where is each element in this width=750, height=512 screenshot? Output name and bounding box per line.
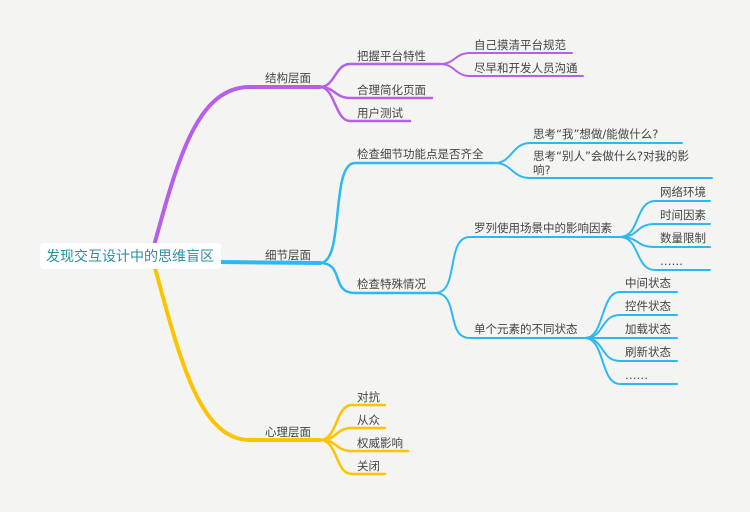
- connector: [494, 162, 713, 179]
- node-detail[interactable]: 细节层面: [265, 248, 311, 262]
- node-refresh[interactable]: 刷新状态: [625, 345, 671, 359]
- node-conformity[interactable]: 从众: [357, 413, 380, 427]
- connector: [318, 85, 412, 123]
- root-title: 发现交互设计中的思维盲区: [46, 248, 214, 265]
- node-close[interactable]: 关闭: [357, 459, 380, 473]
- connector: [318, 438, 387, 476]
- connector: [153, 266, 322, 442]
- connector: [318, 161, 497, 265]
- node-control[interactable]: 控件状态: [625, 299, 671, 313]
- node-special-cases[interactable]: 检查特殊情况: [357, 277, 426, 291]
- connector: [434, 292, 586, 339]
- node-quantity[interactable]: 数量限制: [660, 231, 706, 245]
- node-think-me[interactable]: 思考“我”想做/能做什么?: [533, 127, 658, 141]
- branch-detail: [218, 142, 713, 385]
- node-think-others[interactable]: 思考“别人”会做什么?对我的影: [533, 149, 690, 163]
- node-check-features[interactable]: 检查细节功能点是否齐全: [357, 147, 484, 161]
- node-ellipsis[interactable]: ……: [660, 254, 683, 268]
- node-ellipsis[interactable]: ……: [625, 368, 648, 382]
- connector: [153, 85, 322, 244]
- node-psych[interactable]: 心理层面: [265, 425, 311, 439]
- connector: [218, 260, 322, 265]
- node-think-others-cont: 响?: [533, 163, 551, 177]
- branch-structure: [153, 52, 584, 244]
- connector: [434, 236, 621, 294]
- node-loading[interactable]: 加载状态: [625, 322, 671, 336]
- node-network[interactable]: 网络环境: [660, 185, 706, 199]
- node-dev-communication[interactable]: 尽早和开发人员沟通: [474, 61, 578, 75]
- node-platform-spec[interactable]: 自己摸清平台规范: [474, 38, 566, 52]
- node-element-states[interactable]: 单个元素的不同状态: [474, 322, 578, 336]
- node-simplify[interactable]: 合理简化页面: [357, 83, 426, 97]
- connector: [619, 236, 711, 271]
- connector: [439, 63, 584, 77]
- connector: [494, 142, 683, 164]
- node-scenario-factors[interactable]: 罗列使用场景中的影响因素: [474, 221, 612, 235]
- node-user-testing[interactable]: 用户测试: [357, 106, 403, 120]
- branch-psych: [153, 266, 410, 476]
- node-time[interactable]: 时间因素: [660, 208, 706, 222]
- node-structure[interactable]: 结构层面: [265, 71, 311, 85]
- node-intermediate[interactable]: 中间状态: [625, 276, 671, 290]
- connector: [584, 337, 678, 385]
- connector: [318, 261, 437, 295]
- node-resist[interactable]: 对抗: [357, 390, 380, 404]
- node-platform[interactable]: 把握平台特性: [357, 49, 426, 63]
- root-node[interactable]: [40, 243, 221, 269]
- node-authority[interactable]: 权威影响: [357, 436, 403, 450]
